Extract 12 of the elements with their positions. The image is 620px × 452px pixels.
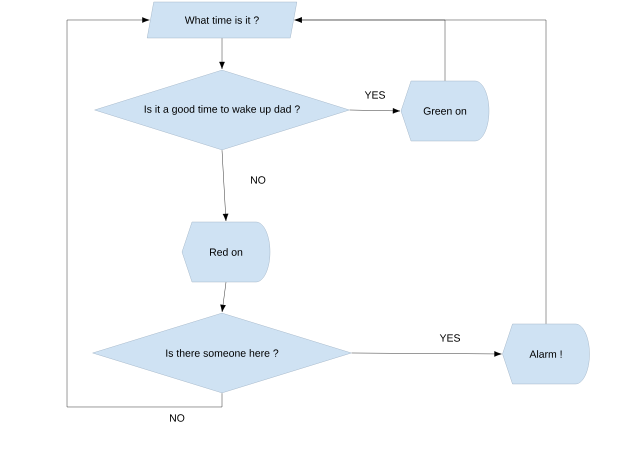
edge-label: YES <box>364 90 386 100</box>
input-parallelogram: What time is it ? <box>146 2 298 38</box>
arrow <box>222 150 228 222</box>
arrow <box>66 17 222 408</box>
arrow <box>220 282 226 312</box>
arrow <box>350 108 400 114</box>
arrow <box>352 351 502 357</box>
edge-label: NO <box>249 175 267 185</box>
arrow <box>294 17 546 324</box>
edge-label: YES <box>438 333 462 343</box>
edge-label: NO <box>168 413 186 423</box>
arrow <box>219 38 225 70</box>
